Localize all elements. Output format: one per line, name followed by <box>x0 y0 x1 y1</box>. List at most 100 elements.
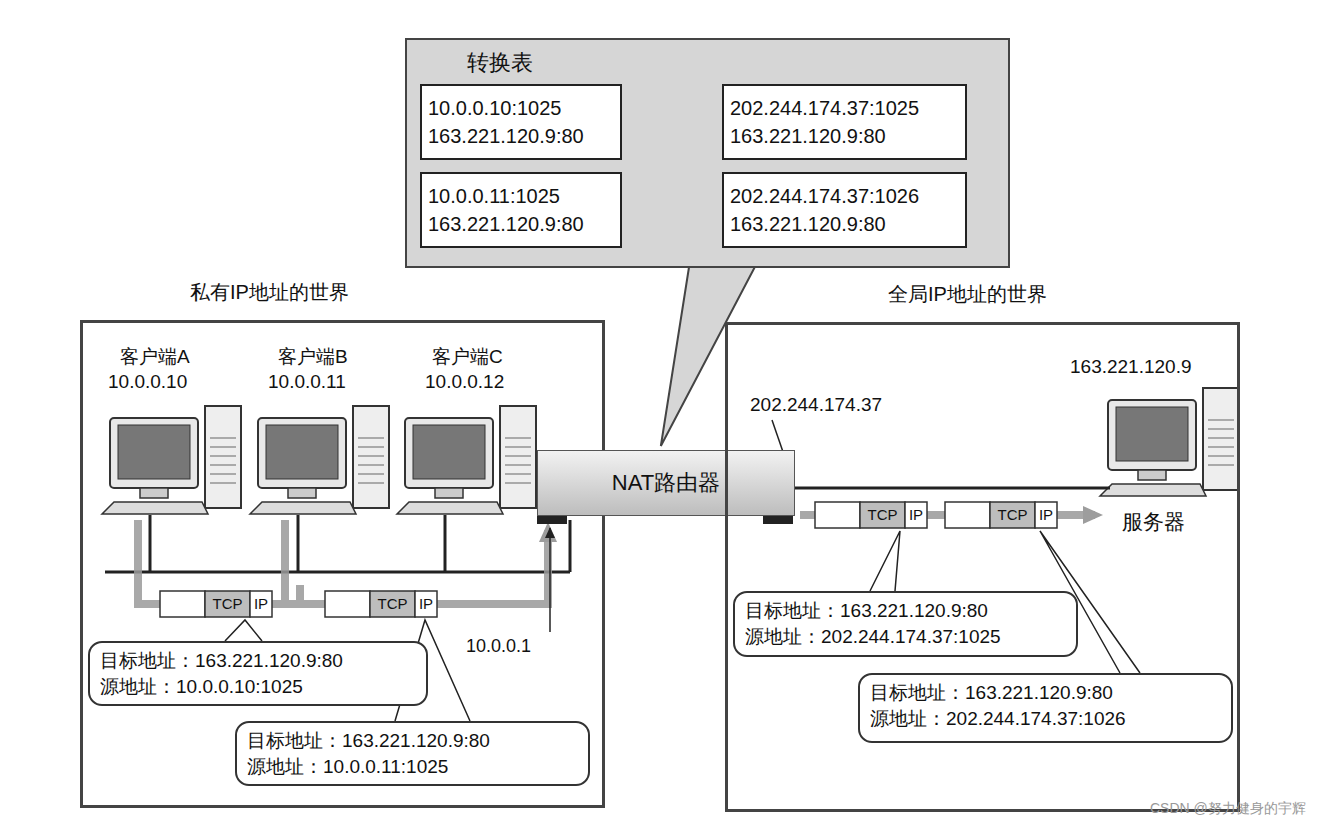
shape <box>358 474 384 475</box>
shape <box>250 502 356 514</box>
table-entry: 10.0.0.10:1025163.221.120.9:80 <box>420 84 622 160</box>
node-text: 163.221.120.9:80 <box>428 122 614 150</box>
shape <box>1208 456 1234 457</box>
shape <box>505 465 531 466</box>
header-tag: IP <box>250 593 272 615</box>
header-tag: TCP <box>205 593 250 615</box>
node-text: 目标地址：163.221.120.9:80 <box>247 728 578 754</box>
shape <box>118 425 190 479</box>
shape <box>210 474 236 475</box>
label: 10.0.0.10 <box>108 371 187 393</box>
shape <box>500 406 536 508</box>
shape <box>358 456 384 457</box>
label: 163.221.120.9 <box>1070 356 1192 378</box>
shape <box>358 447 384 448</box>
node-text: 目标地址：163.221.120.9:80 <box>745 598 1066 624</box>
table-entry: 202.244.174.37:1026163.221.120.9:80 <box>722 172 967 248</box>
label: 客户端C <box>432 344 503 370</box>
header-tag: TCP <box>990 504 1035 526</box>
node-text: 源地址：202.244.174.37:1026 <box>870 706 1221 732</box>
shape <box>397 502 503 514</box>
shape <box>1100 484 1206 496</box>
header-tag: IP <box>415 593 437 615</box>
label: 10.0.0.1 <box>466 636 531 657</box>
header-tag: IP <box>1035 504 1057 526</box>
node-text: NAT路由器 <box>612 468 720 498</box>
shape <box>358 465 384 466</box>
computer-icon <box>102 406 241 514</box>
computer-icon <box>397 406 536 514</box>
packet-callout: 目标地址：163.221.120.9:80源地址：10.0.0.10:1025 <box>88 641 428 706</box>
watermark: CSDN @努力健身的宇辉 <box>1150 800 1306 818</box>
packet-callout: 目标地址：163.221.120.9:80源地址：202.244.174.37:… <box>733 591 1078 657</box>
shape <box>288 488 316 498</box>
label: 服务器 <box>1122 508 1185 536</box>
heading: 全局IP地址的世界 <box>888 281 1047 308</box>
heading: 转换表 <box>467 48 533 78</box>
label: 客户端B <box>278 344 348 370</box>
callout-tail <box>661 265 756 446</box>
node-text: 202.244.174.37:1026 <box>730 182 959 210</box>
shape <box>110 418 198 488</box>
shape <box>505 483 531 484</box>
shape <box>210 465 236 466</box>
shape <box>1208 465 1234 466</box>
shape <box>1208 438 1234 439</box>
node-text: 源地址：10.0.0.10:1025 <box>100 674 416 700</box>
shape <box>1208 429 1234 430</box>
shape <box>1203 388 1239 490</box>
node-text: 163.221.120.9:80 <box>428 210 614 238</box>
shape <box>505 447 531 448</box>
shape <box>140 488 168 498</box>
node-text: 目标地址：163.221.120.9:80 <box>870 680 1221 706</box>
packet-callout: 目标地址：163.221.120.9:80源地址：202.244.174.37:… <box>858 673 1233 743</box>
computer-icon <box>250 406 389 514</box>
node-text: 10.0.0.10:1025 <box>428 94 614 122</box>
shape <box>1116 407 1188 461</box>
node-text: 163.221.120.9:80 <box>730 210 959 238</box>
label: 客户端A <box>120 344 190 370</box>
shape <box>435 488 463 498</box>
shape <box>1138 470 1166 480</box>
shape <box>358 438 384 439</box>
shape <box>210 447 236 448</box>
node-text: 目标地址：163.221.120.9:80 <box>100 648 416 674</box>
shape <box>210 456 236 457</box>
shape <box>258 418 346 488</box>
label: 10.0.0.11 <box>268 371 346 393</box>
computer-icon <box>1100 388 1239 496</box>
nat-router: NAT路由器 <box>537 450 795 516</box>
shape <box>210 483 236 484</box>
shape <box>505 438 531 439</box>
shape <box>266 425 338 479</box>
table-entry: 202.244.174.37:1025163.221.120.9:80 <box>722 84 967 160</box>
heading: 私有IP地址的世界 <box>190 279 349 306</box>
label: 202.244.174.37 <box>750 394 882 416</box>
shape <box>353 406 389 508</box>
node-text: 163.221.120.9:80 <box>730 122 959 150</box>
shape <box>1108 400 1196 470</box>
header-tag: IP <box>905 504 927 526</box>
shape <box>205 406 241 508</box>
shape <box>1208 420 1234 421</box>
table-entry: 10.0.0.11:1025163.221.120.9:80 <box>420 172 622 248</box>
shape <box>505 474 531 475</box>
shape <box>210 438 236 439</box>
header-tag: TCP <box>370 593 415 615</box>
header-tag: TCP <box>860 504 905 526</box>
label: 10.0.0.12 <box>425 371 504 393</box>
node-text: 10.0.0.11:1025 <box>428 182 614 210</box>
shape <box>102 502 208 514</box>
node-text: 源地址：202.244.174.37:1025 <box>745 624 1066 650</box>
node-text: 202.244.174.37:1025 <box>730 94 959 122</box>
shape <box>505 456 531 457</box>
shape <box>1208 447 1234 448</box>
node-text: 源地址：10.0.0.11:1025 <box>247 754 578 780</box>
network-region: 私有IP地址的世界目标地址：163.221.120.9:80源地址：10.0.0… <box>80 320 605 808</box>
shape <box>413 425 485 479</box>
shape <box>358 483 384 484</box>
shape <box>405 418 493 488</box>
translation-table: 转换表10.0.0.10:1025163.221.120.9:80202.244… <box>405 38 1010 268</box>
packet-callout: 目标地址：163.221.120.9:80源地址：10.0.0.11:1025 <box>235 721 590 786</box>
